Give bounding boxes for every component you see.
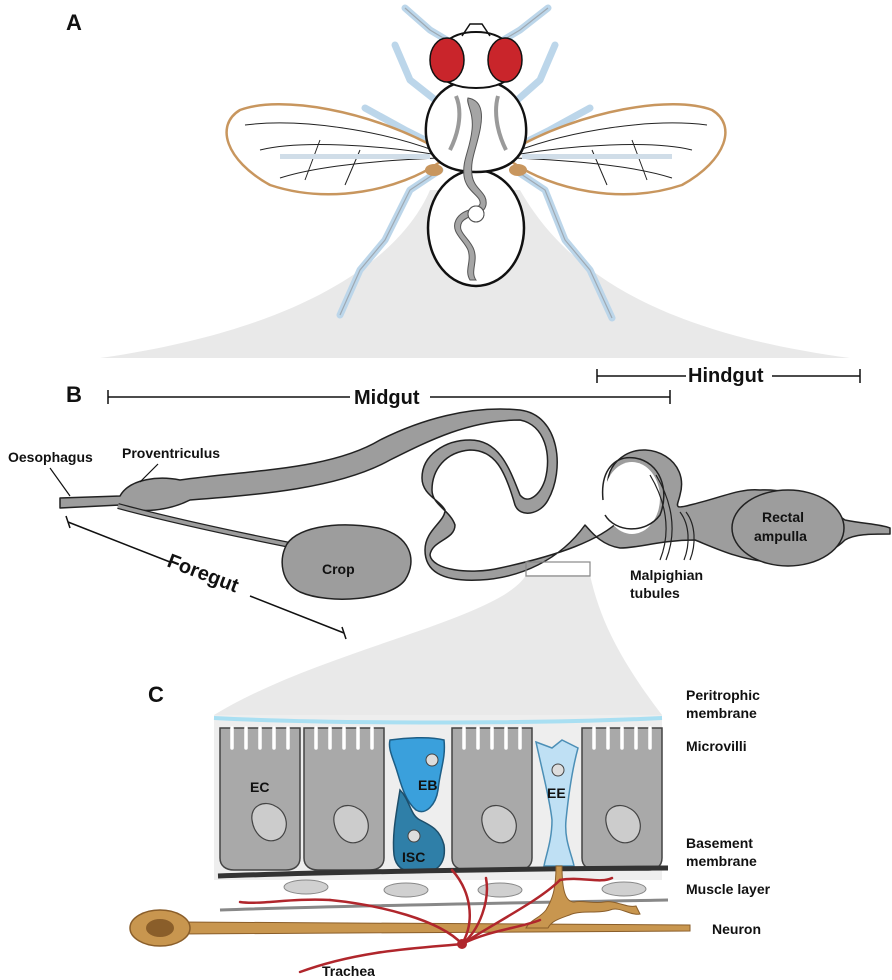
ee-label: EE bbox=[547, 785, 566, 801]
ee-nucleus bbox=[552, 764, 564, 776]
panel-a: A bbox=[66, 8, 850, 358]
left-haltere bbox=[425, 164, 443, 176]
eb-label: EB bbox=[418, 777, 437, 793]
left-wing bbox=[227, 104, 440, 194]
panel-b: B Midgut Hindgut Crop bbox=[8, 365, 890, 715]
microvilli-label: Microvilli bbox=[686, 738, 747, 754]
right-eye bbox=[488, 38, 522, 82]
right-wing bbox=[512, 104, 725, 194]
trachea-node bbox=[457, 939, 467, 949]
gut-zoom-cone bbox=[214, 575, 662, 715]
isc-nucleus bbox=[408, 830, 420, 842]
left-wing-haltere-band bbox=[280, 154, 430, 159]
oesophagus-pointer bbox=[50, 468, 70, 496]
neuron-label: Neuron bbox=[712, 921, 761, 937]
panel-b-letter: B bbox=[66, 382, 82, 407]
proventriculus-label: Proventriculus bbox=[122, 445, 220, 461]
right-wing-haltere-band bbox=[522, 154, 672, 159]
rectal-label-2: ampulla bbox=[754, 528, 807, 544]
oesophagus-label: Oesophagus bbox=[8, 449, 93, 465]
eb-nucleus bbox=[426, 754, 438, 766]
panel-c: C EC EB bbox=[130, 682, 771, 979]
ec-label: EC bbox=[250, 779, 269, 795]
basement-label-1: Basement bbox=[686, 835, 753, 851]
peritrophic-label-1: Peritrophic bbox=[686, 687, 760, 703]
peritrophic-label-2: membrane bbox=[686, 705, 757, 721]
rectal-label-1: Rectal bbox=[762, 509, 804, 525]
isc-label: ISC bbox=[402, 849, 425, 865]
malpighian-label-2: tubules bbox=[630, 585, 680, 601]
right-haltere bbox=[509, 164, 527, 176]
trachea-label: Trachea bbox=[322, 963, 375, 979]
panel-a-letter: A bbox=[66, 10, 82, 35]
muscle-label: Muscle layer bbox=[686, 881, 771, 897]
midgut-label: Midgut bbox=[354, 387, 420, 409]
foregut-label: Foregut bbox=[164, 550, 242, 597]
crop-label: Crop bbox=[322, 561, 355, 577]
hindgut-label: Hindgut bbox=[688, 365, 764, 387]
left-eye bbox=[430, 38, 464, 82]
crop-duct-fill bbox=[118, 506, 290, 545]
malpighian-label-1: Malpighian bbox=[630, 567, 703, 583]
panel-c-letter: C bbox=[148, 682, 164, 707]
basement-label-2: membrane bbox=[686, 853, 757, 869]
